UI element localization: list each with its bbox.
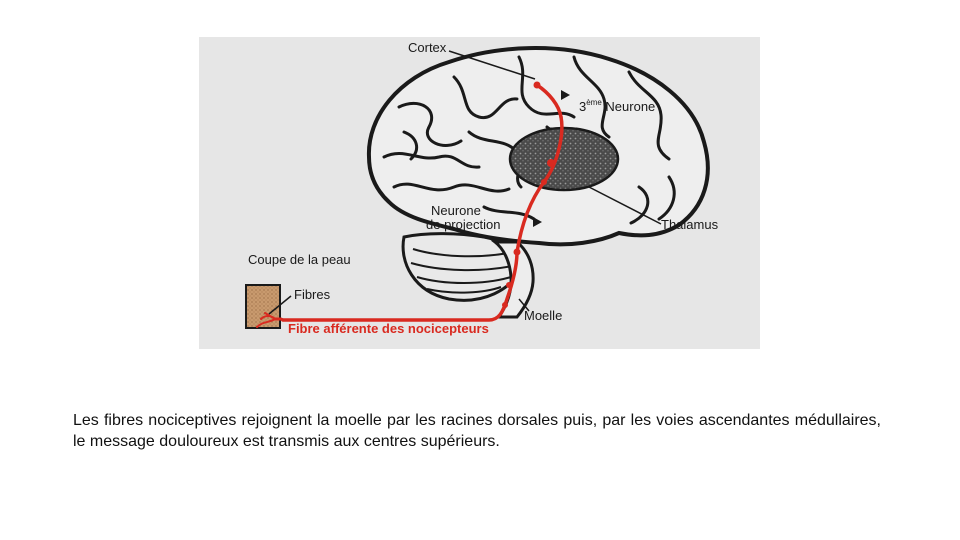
label-spinal-cord: Moelle bbox=[524, 309, 562, 322]
label-thalamus: Thalamus bbox=[661, 218, 718, 231]
skin-section bbox=[246, 285, 280, 328]
label-third-neuron: 3ème Neurone bbox=[579, 99, 655, 113]
brain-diagram bbox=[199, 37, 760, 349]
label-projection-neuron-line2: de projection bbox=[426, 218, 500, 231]
label-third-neuron-sup: ème bbox=[586, 98, 602, 107]
label-third-neuron-word: Neurone bbox=[605, 99, 655, 114]
thalamus-region bbox=[510, 128, 618, 190]
label-skin-section: Coupe de la peau bbox=[248, 253, 351, 266]
label-cortex: Cortex bbox=[408, 41, 446, 54]
nociception-pathway-figure: Cortex 3ème Neurone Neurone de projectio… bbox=[199, 37, 760, 349]
label-fibres: Fibres bbox=[294, 288, 330, 301]
label-afferent-fiber: Fibre afférente des nocicepteurs bbox=[288, 322, 489, 335]
label-projection-neuron-line1: Neurone bbox=[431, 204, 481, 217]
figure-caption: Les fibres nociceptives rejoignent la mo… bbox=[73, 410, 881, 452]
